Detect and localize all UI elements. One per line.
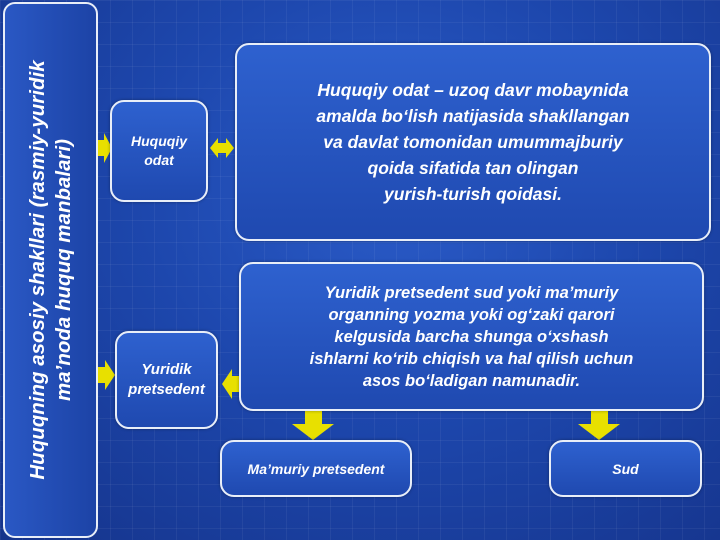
- mamuriy-pretsedent-node: Ma’muriy pretsedent: [220, 440, 412, 497]
- arrow-down-icon: [578, 411, 620, 440]
- definition-line: va davlat tomonidan umummajburiy: [323, 132, 623, 152]
- definition-line: kelgusida barcha shunga o‘xshash: [334, 327, 609, 346]
- side-title: Huquqning asosiy shakllari (rasmiy-yurid…: [25, 10, 77, 530]
- double-arrow-icon: [210, 138, 234, 158]
- definition-line: yurish-turish qoidasi.: [384, 184, 562, 204]
- yuridik-pretsedent-label-line1: Yuridik: [141, 361, 192, 378]
- yuridik-pretsedent-node: Yuridik pretsedent: [115, 331, 218, 429]
- mamuriy-pretsedent-label: Ma’muriy pretsedent: [247, 460, 385, 477]
- side-title-line2: ma’noda huquq manbalari): [51, 139, 75, 401]
- definition-line: Huquqiy odat – uzoq davr mobaynida: [317, 80, 629, 100]
- sud-node: Sud: [549, 440, 702, 497]
- arrow-down-icon: [292, 411, 334, 440]
- definition-line: amalda bo‘lish natijasida shakllangan: [316, 106, 630, 126]
- sud-label: Sud: [612, 460, 639, 477]
- yuridik-pretsedent-definition: Yuridik pretsedent sud yoki ma’muriy org…: [239, 262, 704, 411]
- definition-line: asos bo‘ladigan namunadir.: [362, 371, 581, 390]
- side-title-line1: Huquqning asosiy shakllari (rasmiy-yurid…: [25, 60, 49, 480]
- definition-line: organning yozma yoki og‘zaki qarori: [328, 305, 615, 324]
- arrow-right-icon: [98, 360, 115, 390]
- huquqiy-odat-definition: Huquqiy odat – uzoq davr mobaynida amald…: [235, 43, 711, 241]
- definition-line: qoida sifatida tan olingan: [367, 158, 579, 178]
- side-title-bar: Huquqning asosiy shakllari (rasmiy-yurid…: [3, 2, 98, 538]
- huquqiy-odat-label-line2: odat: [144, 152, 174, 168]
- definition-line: Yuridik pretsedent sud yoki ma’muriy: [324, 283, 619, 302]
- arrow-left-icon: [222, 369, 239, 399]
- huquqiy-odat-node: Huquqiy odat: [110, 100, 208, 202]
- definition-line: ishlarni ko‘rib chiqish va hal qilish uc…: [309, 349, 634, 368]
- yuridik-pretsedent-label-line2: pretsedent: [128, 381, 205, 398]
- huquqiy-odat-label-line1: Huquqiy: [131, 133, 187, 149]
